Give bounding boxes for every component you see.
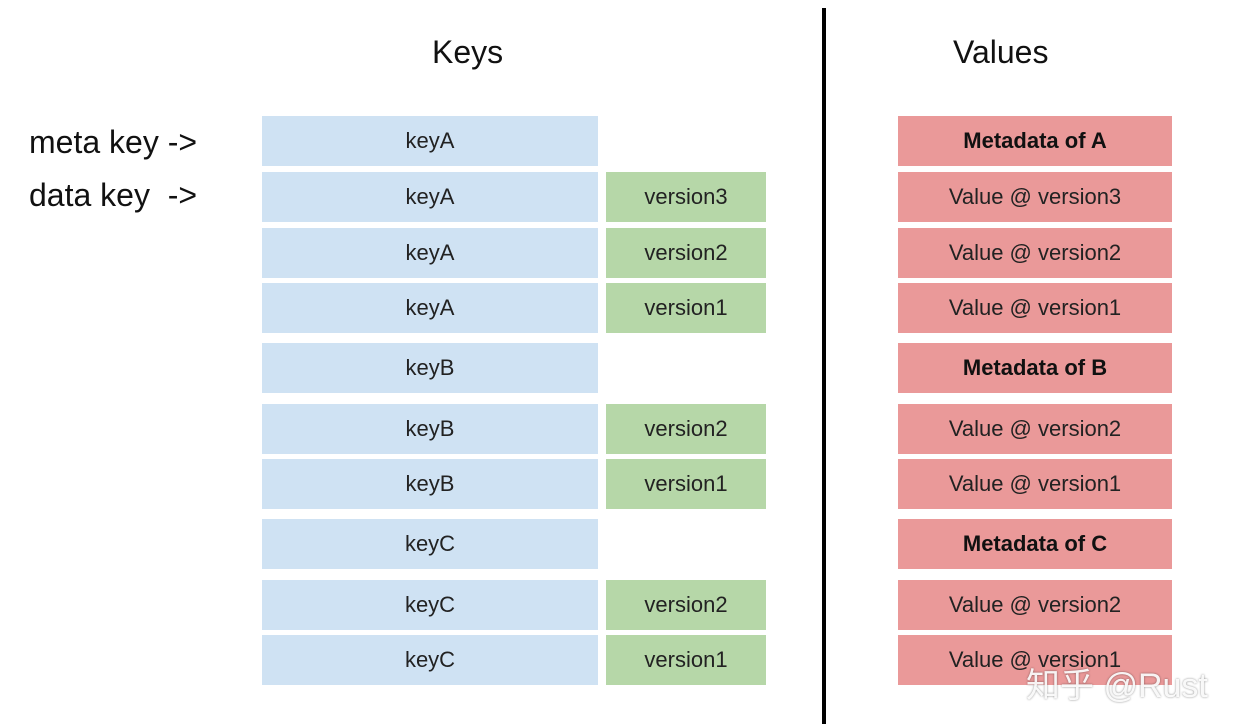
value-cell: Value @ version3 <box>898 172 1172 222</box>
keys-heading: Keys <box>432 34 504 70</box>
value-cell: Value @ version2 <box>898 404 1172 454</box>
version-cell: version3 <box>606 172 766 222</box>
key-cell: keyA <box>262 228 598 278</box>
key-cell: keyB <box>262 343 598 393</box>
version-cell: version1 <box>606 283 766 333</box>
key-cell: keyA <box>262 283 598 333</box>
watermark: 知乎 @Rust <box>1026 667 1208 705</box>
value-cell: Value @ version1 <box>898 283 1172 333</box>
data-key-label: data key -> <box>29 177 198 213</box>
version-cell: version1 <box>606 459 766 509</box>
version-cell: version1 <box>606 635 766 685</box>
key-cell: keyA <box>262 172 598 222</box>
key-cell: keyC <box>262 635 598 685</box>
key-cell: keyC <box>262 580 598 630</box>
meta-key-label: meta key -> <box>29 124 198 160</box>
keys-values-divider <box>822 8 826 724</box>
value-cell: Value @ version2 <box>898 228 1172 278</box>
value-cell: Value @ version1 <box>898 459 1172 509</box>
metadata-cell: Metadata of A <box>898 116 1172 166</box>
metadata-cell: Metadata of C <box>898 519 1172 569</box>
version-cell: version2 <box>606 580 766 630</box>
version-cell: version2 <box>606 228 766 278</box>
key-cell: keyB <box>262 404 598 454</box>
version-cell: version2 <box>606 404 766 454</box>
key-cell: keyB <box>262 459 598 509</box>
metadata-cell: Metadata of B <box>898 343 1172 393</box>
key-cell: keyA <box>262 116 598 166</box>
key-cell: keyC <box>262 519 598 569</box>
value-cell: Value @ version1 <box>898 635 1172 685</box>
values-heading: Values <box>953 34 1049 70</box>
value-cell: Value @ version2 <box>898 580 1172 630</box>
